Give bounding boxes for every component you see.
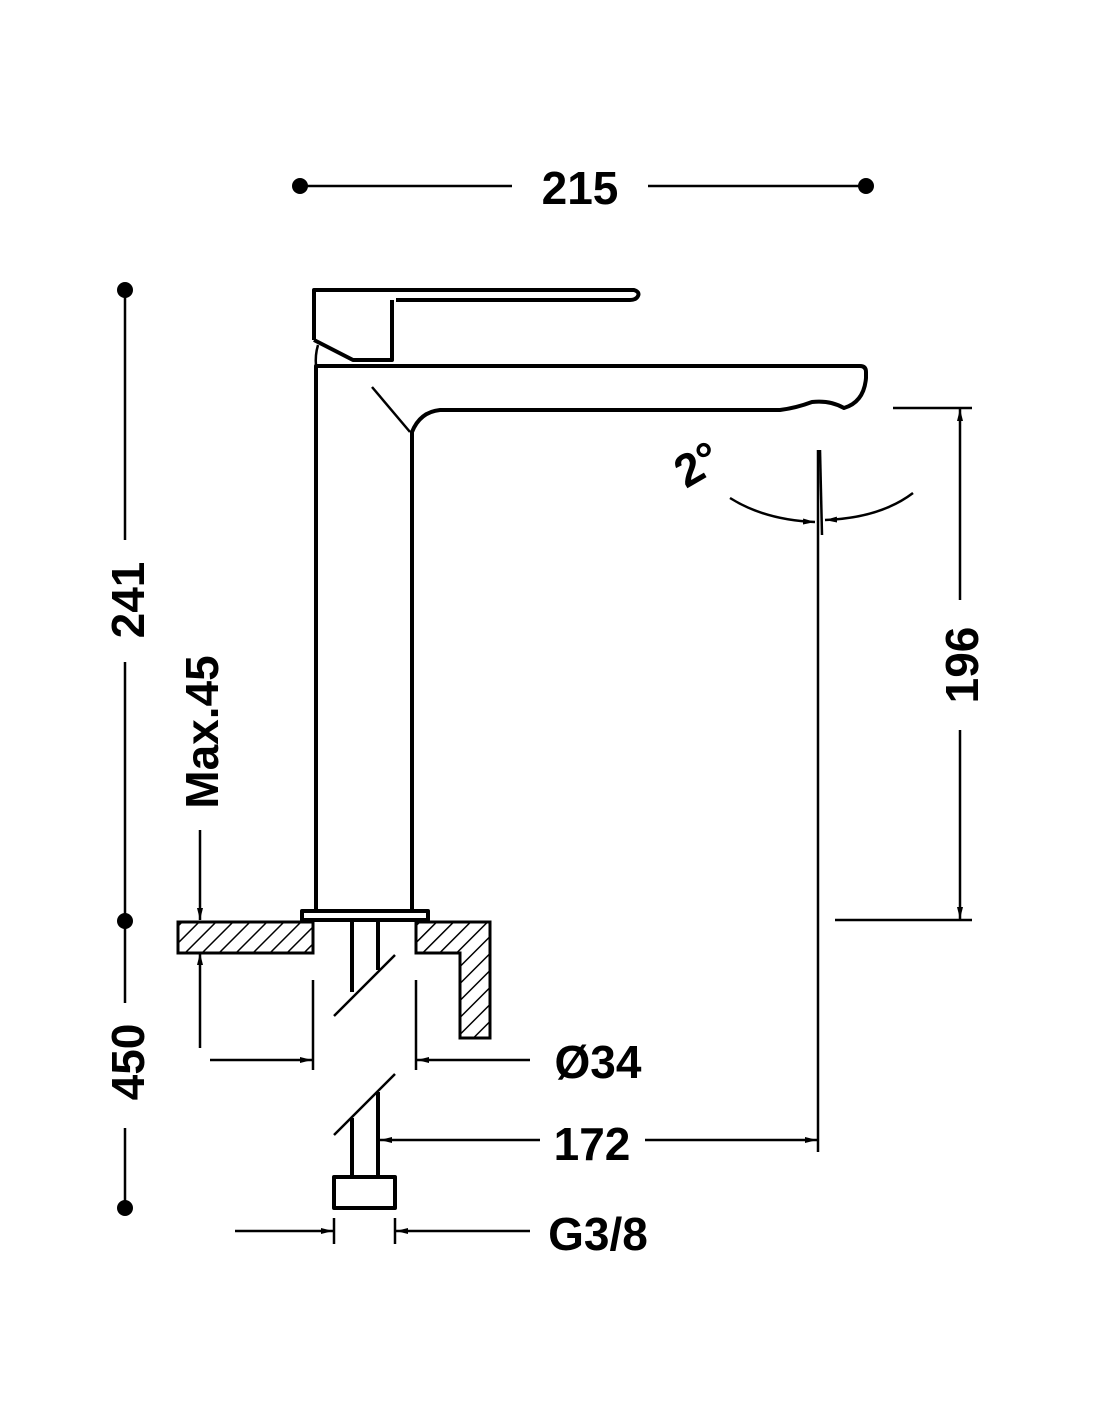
dimension-label-215: 215 [542, 162, 619, 214]
dimension-label-196: 196 [936, 627, 988, 704]
dimension-reach-172: 172 [380, 450, 820, 1170]
countertop-section [176, 920, 492, 1040]
dimension-angle-2deg: 2° [665, 431, 914, 536]
dimension-width-215: 215 [292, 162, 874, 214]
dimension-label-241: 241 [102, 562, 154, 639]
dimension-label-450: 450 [102, 1024, 154, 1101]
dimension-height-241: 241 [102, 282, 154, 929]
dimension-label-d34: Ø34 [555, 1036, 642, 1088]
dimension-hole-34: Ø34 [210, 980, 642, 1088]
dimension-label-g38: G3/8 [548, 1208, 648, 1260]
dimension-label-2deg: 2° [665, 431, 729, 498]
dimension-thread-g38: G3/8 [235, 1208, 648, 1260]
dimension-label-172: 172 [554, 1118, 631, 1170]
connection-nut [332, 1175, 397, 1210]
dimension-hose-450: 450 [102, 921, 154, 1216]
faucet-body [300, 288, 868, 922]
dimension-spout-196: 196 [835, 406, 988, 922]
dimension-label-max-45: Max.45 [176, 655, 228, 808]
supply-hoses [332, 922, 397, 1210]
dimension-max-45: Max.45 [176, 655, 228, 1048]
